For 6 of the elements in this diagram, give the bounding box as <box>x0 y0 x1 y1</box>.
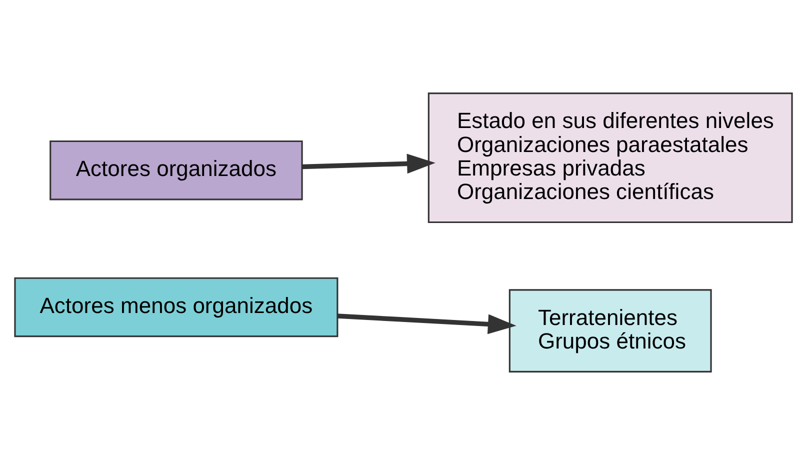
arrow <box>338 314 516 334</box>
node-box: Actores organizados <box>50 140 303 200</box>
node-box: Actores menos organizados <box>14 277 338 338</box>
node-box: Estado en sus diferentes niveles Organizaciones paraestatales Empresas privadas Organizaciones científicas <box>428 92 793 224</box>
node-box: Terratenientes Grupos étnicos <box>508 289 712 372</box>
arrow <box>302 154 436 174</box>
